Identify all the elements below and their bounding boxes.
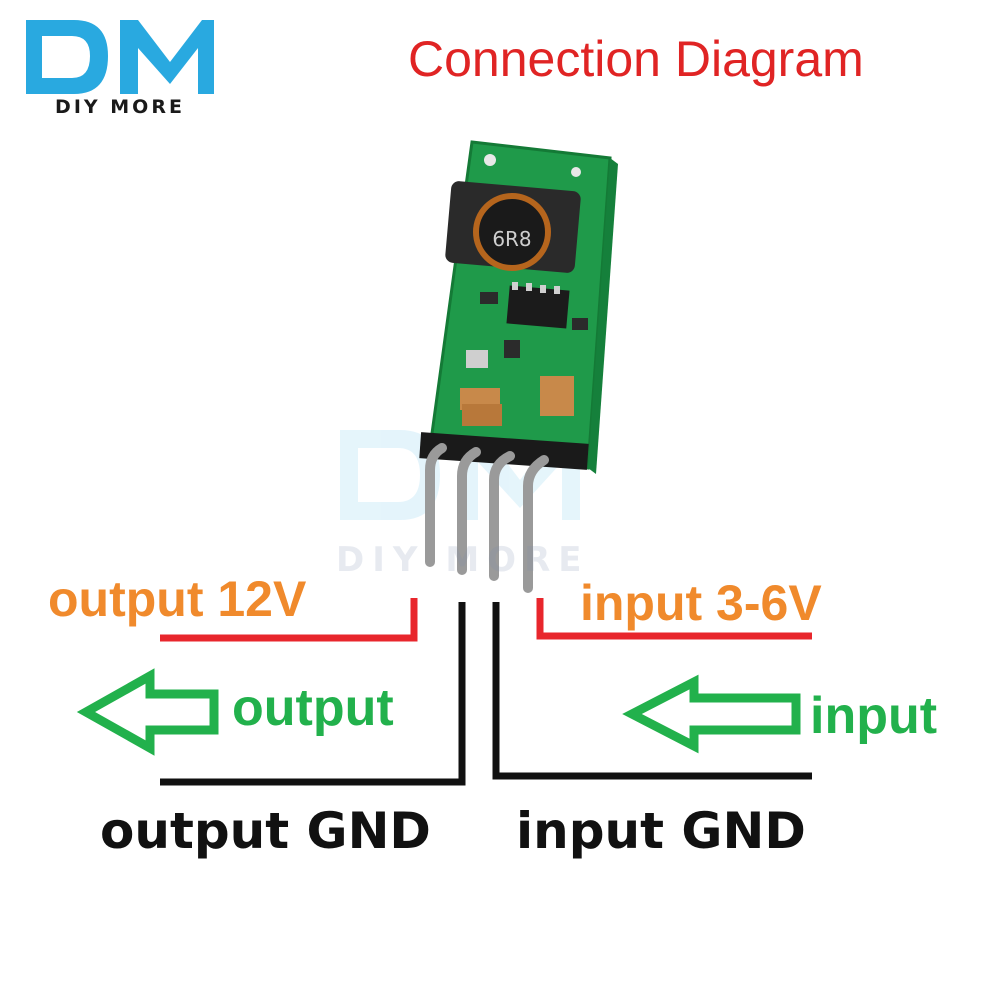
diy-more-logo xyxy=(26,20,214,94)
inductor-marking: 6R8 xyxy=(492,227,531,251)
input-3-6v-line xyxy=(536,598,812,640)
logo-letter-d xyxy=(26,20,108,94)
input-gnd-line xyxy=(492,602,812,780)
pin-4 xyxy=(523,455,549,593)
pin-3 xyxy=(489,451,515,581)
output-arrow-icon xyxy=(76,668,219,756)
capacitor xyxy=(540,376,574,416)
wiring xyxy=(160,598,812,786)
input-arrow-icon xyxy=(622,674,801,754)
ic-chip xyxy=(506,282,570,329)
input-voltage-label: input 3-6V xyxy=(580,575,822,631)
inductor: 6R8 xyxy=(445,181,581,273)
diagram-title: Connection Diagram xyxy=(408,31,864,87)
input-gnd-label: input GND xyxy=(516,802,806,860)
pins xyxy=(425,443,549,593)
output-voltage-label: output 12V xyxy=(48,571,307,627)
watermark-text: DIY MORE xyxy=(336,540,590,580)
output-gnd-label: output GND xyxy=(100,802,431,860)
logo-text: DIY MORE xyxy=(55,96,185,118)
pin-2 xyxy=(457,447,481,575)
dc-dc-module: 6R8 xyxy=(419,140,618,474)
capacitor xyxy=(462,404,502,426)
pin-1 xyxy=(425,443,447,567)
logo-letter-m xyxy=(120,20,214,94)
output-12v-line xyxy=(160,598,418,642)
output-direction-label: output xyxy=(232,679,394,737)
output-gnd-line xyxy=(160,602,466,786)
input-direction-label: input xyxy=(810,687,938,745)
